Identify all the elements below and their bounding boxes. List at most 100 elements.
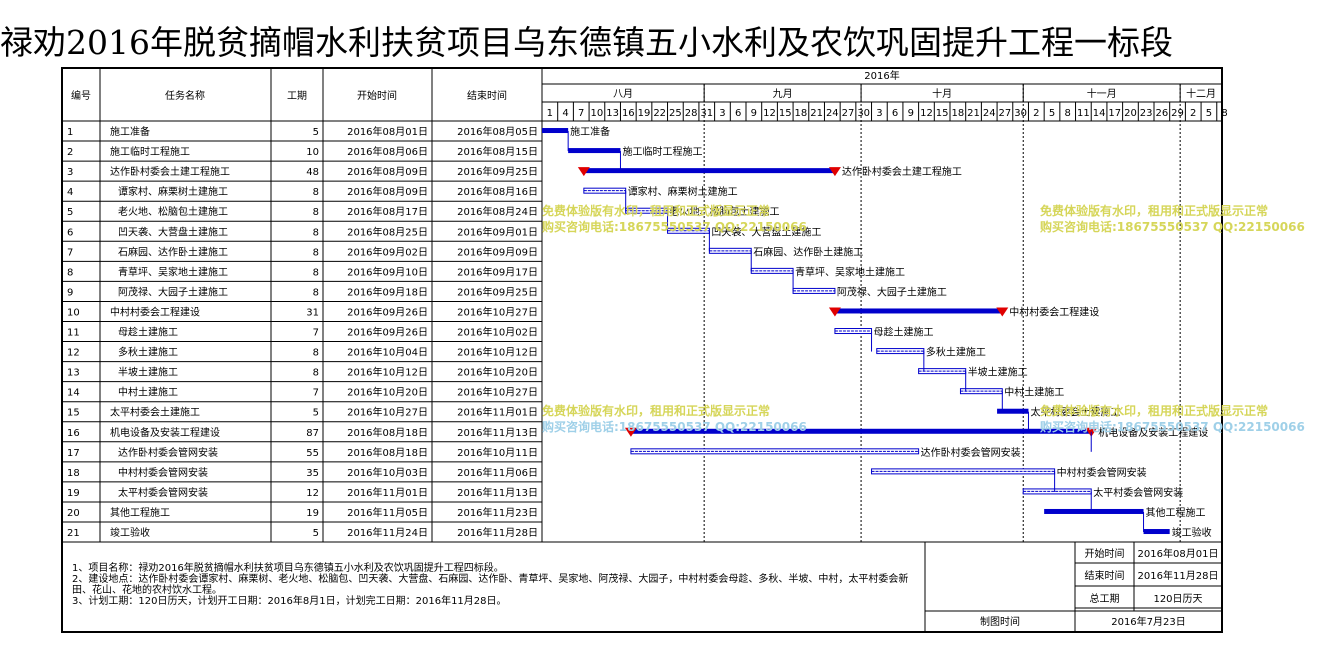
timescale-day: 2 bbox=[1033, 108, 1039, 119]
bar-label: 施工准备 bbox=[570, 125, 610, 138]
task-duration: 87 bbox=[306, 428, 319, 439]
timescale-day: 8 bbox=[1065, 108, 1071, 119]
task-start: 2016年11月05日 bbox=[347, 506, 428, 519]
task-end: 2016年10月27日 bbox=[457, 386, 538, 399]
timescale-day: 1 bbox=[547, 108, 553, 119]
timescale-day: 27 bbox=[842, 108, 855, 119]
task-end: 2016年09月17日 bbox=[457, 265, 538, 278]
task-duration: 31 bbox=[306, 307, 319, 318]
timescale-day: 9 bbox=[908, 108, 914, 119]
watermark-text: 免费体验版有水印，租用和正式版显示正常 bbox=[542, 204, 771, 218]
timescale-day: 25 bbox=[669, 108, 682, 119]
task-start: 2016年08月25日 bbox=[347, 225, 428, 238]
task-id: 16 bbox=[67, 428, 80, 439]
bar-label: 太平村委会土建施工 bbox=[1030, 406, 1120, 419]
task-id: 7 bbox=[67, 247, 73, 258]
timescale-day: 14 bbox=[1093, 108, 1106, 119]
bar-label: 谭家村、麻栗树土建施工 bbox=[628, 185, 738, 198]
task-start: 2016年09月02日 bbox=[347, 245, 428, 258]
timescale-day: 11 bbox=[1077, 108, 1090, 119]
task-id: 11 bbox=[67, 328, 80, 339]
timescale-day: 19 bbox=[638, 108, 651, 119]
task-start: 2016年08月18日 bbox=[347, 426, 428, 439]
task-name: 阿茂禄、大园子土建施工 bbox=[118, 285, 228, 298]
column-header-start: 开始时间 bbox=[357, 89, 397, 102]
timescale-day: 12 bbox=[763, 108, 776, 119]
task-id: 10 bbox=[67, 307, 80, 318]
task-bar bbox=[997, 408, 1029, 414]
summary-start-value: 2016年08月01日 bbox=[1138, 547, 1219, 560]
task-id: 15 bbox=[67, 408, 80, 419]
task-id: 14 bbox=[67, 388, 80, 399]
task-name: 施工临时工程施工 bbox=[110, 145, 190, 158]
note-line: 3、计划工期：120日历天，计划开工日期：2016年8月1日，计划完工日期：20… bbox=[72, 596, 507, 607]
task-bar bbox=[1143, 529, 1170, 535]
task-name: 机电设备及安装工程建设 bbox=[110, 426, 220, 439]
task-duration: 55 bbox=[306, 448, 319, 459]
timescale-day: 3 bbox=[876, 108, 882, 119]
task-bar bbox=[871, 468, 1056, 475]
task-duration: 10 bbox=[306, 147, 319, 158]
summary-start-marker bbox=[828, 307, 841, 317]
timescale-day: 30 bbox=[857, 108, 870, 119]
bar-label: 中村土建施工 bbox=[1004, 386, 1064, 399]
task-name: 施工准备 bbox=[110, 125, 150, 138]
task-start: 2016年10月12日 bbox=[347, 366, 428, 379]
column-header-name: 任务名称 bbox=[165, 89, 205, 102]
watermark-text: 购买咨询电话:18675550537 QQ:22150066 bbox=[1040, 220, 1305, 234]
task-duration: 8 bbox=[313, 348, 319, 359]
task-name: 中村村委会管网安装 bbox=[118, 466, 208, 479]
timescale-day: 8 bbox=[1221, 108, 1227, 119]
task-name: 石麻园、达作卧土建施工 bbox=[118, 245, 228, 258]
summary-start-marker bbox=[577, 167, 590, 177]
bar-label: 太平村委会管网安装 bbox=[1093, 486, 1183, 499]
timescale-day: 16 bbox=[622, 108, 635, 119]
task-name: 半坡土建施工 bbox=[118, 366, 178, 379]
task-end: 2016年09月01日 bbox=[457, 225, 538, 238]
task-end: 2016年09月25日 bbox=[457, 165, 538, 178]
timescale-month: 十月 bbox=[932, 87, 952, 100]
task-start: 2016年09月10日 bbox=[347, 265, 428, 278]
bar-label: 达作卧村委会土建工程施工 bbox=[842, 165, 962, 178]
task-name: 达作卧村委会管网安装 bbox=[118, 446, 218, 459]
task-duration: 35 bbox=[306, 468, 319, 479]
task-duration: 5 bbox=[313, 408, 319, 419]
task-duration: 19 bbox=[306, 508, 319, 519]
task-name: 母趁土建施工 bbox=[118, 326, 178, 339]
task-end: 2016年11月28日 bbox=[457, 526, 538, 539]
task-id: 3 bbox=[67, 167, 73, 178]
bar-label: 青草坪、吴家地土建施工 bbox=[795, 265, 905, 278]
summary-bar bbox=[583, 168, 835, 174]
timescale-day: 4 bbox=[562, 108, 568, 119]
summary-end-label: 结束时间 bbox=[1085, 569, 1125, 582]
task-bar bbox=[568, 148, 621, 154]
timescale-day: 15 bbox=[936, 108, 949, 119]
task-duration: 8 bbox=[313, 267, 319, 278]
summary-end-marker bbox=[828, 167, 841, 177]
task-id: 9 bbox=[67, 287, 73, 298]
task-name: 老火地、松脑包土建施工 bbox=[118, 205, 228, 218]
task-end: 2016年11月13日 bbox=[457, 426, 538, 439]
task-bar bbox=[542, 128, 569, 134]
column-header-duration: 工期 bbox=[287, 90, 307, 102]
timescale-day: 2 bbox=[1190, 108, 1196, 119]
page-title: 禄劝2016年脱贫摘帽水利扶贫项目乌东德镇五小水利及农饮巩固提升工程一标段 bbox=[0, 23, 1173, 62]
timescale-month: 十二月 bbox=[1186, 87, 1216, 100]
project-notes: 1、项目名称：禄劝2016年脱贫摘帽水利扶贫项目乌东德镇五小水利及农饮巩固提升工… bbox=[72, 563, 922, 607]
timescale-day: 31 bbox=[700, 108, 713, 119]
bar-label: 阿茂禄、大园子土建施工 bbox=[837, 285, 947, 298]
timescale-day: 5 bbox=[1049, 108, 1055, 119]
task-name: 多秋土建施工 bbox=[118, 346, 178, 359]
task-id: 19 bbox=[67, 488, 80, 499]
timescale-day: 3 bbox=[719, 108, 725, 119]
task-end: 2016年11月13日 bbox=[457, 486, 538, 499]
timescale-month: 八月 bbox=[613, 88, 633, 100]
summary-end-marker bbox=[996, 307, 1009, 317]
task-start: 2016年09月26日 bbox=[347, 305, 428, 318]
task-duration: 5 bbox=[313, 528, 319, 539]
timescale-day: 18 bbox=[951, 108, 964, 119]
timescale-day: 24 bbox=[983, 108, 996, 119]
column-header-end: 结束时间 bbox=[467, 89, 507, 102]
task-end: 2016年11月01日 bbox=[457, 406, 538, 419]
timescale-day: 18 bbox=[795, 108, 808, 119]
